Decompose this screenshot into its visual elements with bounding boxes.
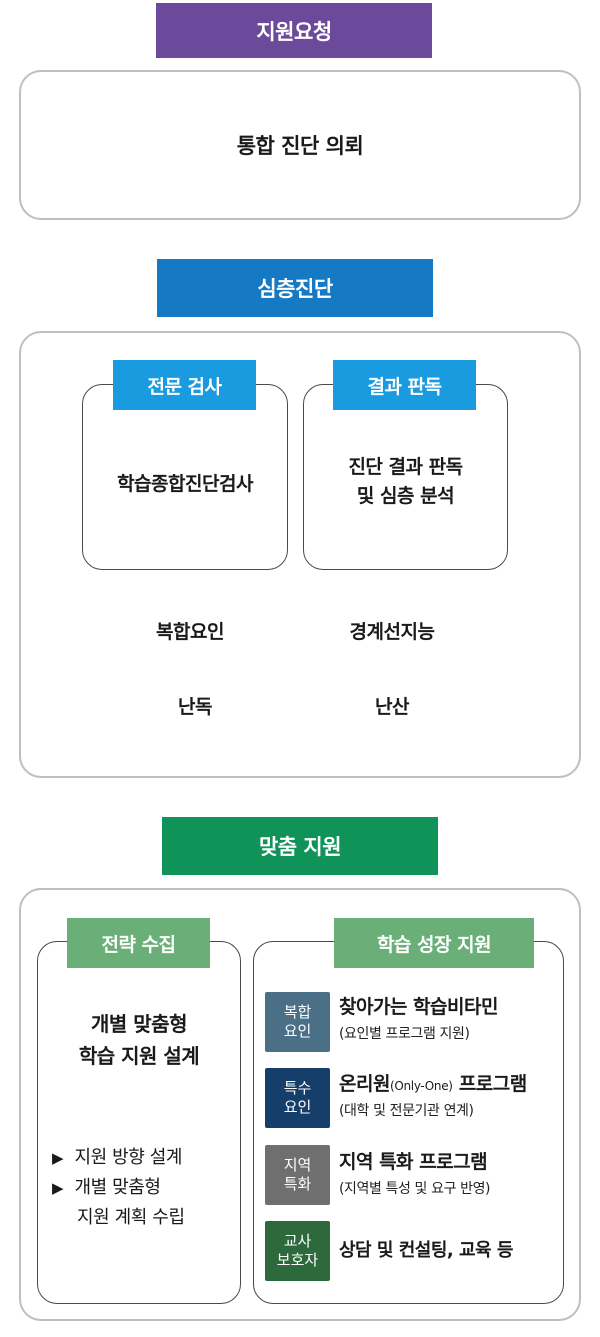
program-title: 상담 및 컨설팅, 교육 등 xyxy=(339,1240,513,1261)
factor-complex-label: 복합요인 xyxy=(156,620,224,643)
request-panel xyxy=(19,70,581,220)
program-badge: 복합 요인 xyxy=(265,992,330,1052)
badge-line1: 지역 xyxy=(283,1156,312,1174)
bullet-item-continuation: 지원 계획 수립 xyxy=(52,1203,237,1232)
bullet-text: 지원 방향 설계 xyxy=(74,1147,183,1168)
diagnosis-header-label: 심층진단 xyxy=(257,277,333,301)
exam-box-title: 전문 검사 xyxy=(147,375,222,398)
program-counseling: 상담 및 컨설팅, 교육 등 xyxy=(339,1236,564,1262)
exam-box-header: 전문 검사 xyxy=(113,360,256,410)
badge-line1: 특수 xyxy=(283,1079,312,1097)
program-badge: 지역 특화 xyxy=(265,1145,330,1205)
bullet-text: 지원 계획 수립 xyxy=(77,1207,185,1228)
program-desc: (요인별 프로그램 지원) xyxy=(339,1026,470,1042)
result-box-text-line1: 진단 결과 판독 xyxy=(348,456,463,478)
growth-box-title: 학습 성장 지원 xyxy=(376,933,492,956)
program-desc: (대학 및 전문기관 연계) xyxy=(339,1103,474,1119)
strategy-design-line1: 개별 맞춤형 xyxy=(91,1012,187,1036)
factor-dyslexia: 난독 xyxy=(100,690,290,720)
strategy-box xyxy=(37,941,241,1304)
program-regional: 지역 특화 프로그램 (지역별 특성 및 요구 반영) xyxy=(339,1147,564,1198)
strategy-box-title: 전략 수집 xyxy=(101,933,176,956)
request-content: 통합 진단 의뢰 xyxy=(19,70,581,220)
strategy-bullets: ▶ 지원 방향 설계 ▶ 개별 맞춤형 지원 계획 수립 xyxy=(52,1143,237,1232)
factor-borderline-label: 경계선지능 xyxy=(349,620,435,643)
factor-dyscalculia-label: 난산 xyxy=(375,695,409,718)
exam-box-text: 학습종합진단검사 xyxy=(117,472,253,495)
badge-line2: 보호자 xyxy=(276,1251,319,1269)
factor-borderline: 경계선지능 xyxy=(297,615,487,645)
support-header-label: 맞춤 지원 xyxy=(258,835,342,859)
program-title: 온리원(Only-One) 프로그램 xyxy=(339,1069,564,1096)
program-badge: 교사 보호자 xyxy=(265,1221,330,1281)
result-box-text-line2: 및 심층 분석 xyxy=(356,485,455,507)
bullet-arrow-icon: ▶ xyxy=(52,1149,64,1167)
result-box-header: 결과 판독 xyxy=(333,360,476,410)
badge-line2: 요인 xyxy=(283,1098,312,1116)
badge-line1: 교사 xyxy=(283,1232,312,1250)
program-badge: 특수 요인 xyxy=(265,1068,330,1128)
bullet-text: 개별 맞춤형 xyxy=(74,1177,161,1198)
program-title: 지역 특화 프로그램 xyxy=(339,1151,488,1173)
program-title: 찾아가는 학습비타민 xyxy=(339,996,498,1018)
bullet-item: ▶ 지원 방향 설계 xyxy=(52,1143,237,1173)
bullet-arrow-icon: ▶ xyxy=(52,1179,64,1197)
request-content-text: 통합 진단 의뢰 xyxy=(236,134,364,158)
exam-box-content: 학습종합진단검사 xyxy=(82,412,288,552)
factor-complex: 복합요인 xyxy=(95,615,285,645)
result-box-title: 결과 판독 xyxy=(367,375,442,398)
result-box-content: 진단 결과 판독 및 심층 분석 xyxy=(303,412,508,552)
strategy-design-line2: 학습 지원 설계 xyxy=(78,1044,200,1068)
exam-box xyxy=(82,384,288,570)
badge-line2: 특화 xyxy=(283,1175,312,1193)
program-title-main: 온리원 xyxy=(339,1073,390,1095)
program-visiting-vitamin: 찾아가는 학습비타민 (요인별 프로그램 지원) xyxy=(339,992,564,1043)
badge-line2: 요인 xyxy=(283,1022,312,1040)
program-only-one: 온리원(Only-One) 프로그램 (대학 및 전문기관 연계) xyxy=(339,1069,564,1120)
factor-dyscalculia: 난산 xyxy=(297,690,487,720)
strategy-design: 개별 맞춤형 학습 지원 설계 xyxy=(37,1005,241,1075)
result-box xyxy=(303,384,508,570)
factor-dyslexia-label: 난독 xyxy=(178,695,212,718)
growth-box-header: 학습 성장 지원 xyxy=(334,918,534,968)
badge-line1: 복합 xyxy=(283,1003,312,1021)
program-desc: (지역별 특성 및 요구 반영) xyxy=(339,1181,491,1197)
diagnosis-header: 심층진단 xyxy=(157,259,433,317)
request-header-label: 지원요청 xyxy=(256,19,332,44)
support-header: 맞춤 지원 xyxy=(162,817,438,875)
request-header: 지원요청 xyxy=(156,3,432,58)
bullet-item: ▶ 개별 맞춤형 xyxy=(52,1173,237,1203)
strategy-box-header: 전략 수집 xyxy=(67,918,210,968)
program-title-suffix: 프로그램 xyxy=(452,1073,527,1095)
program-title-english: (Only-One) xyxy=(389,1079,453,1093)
